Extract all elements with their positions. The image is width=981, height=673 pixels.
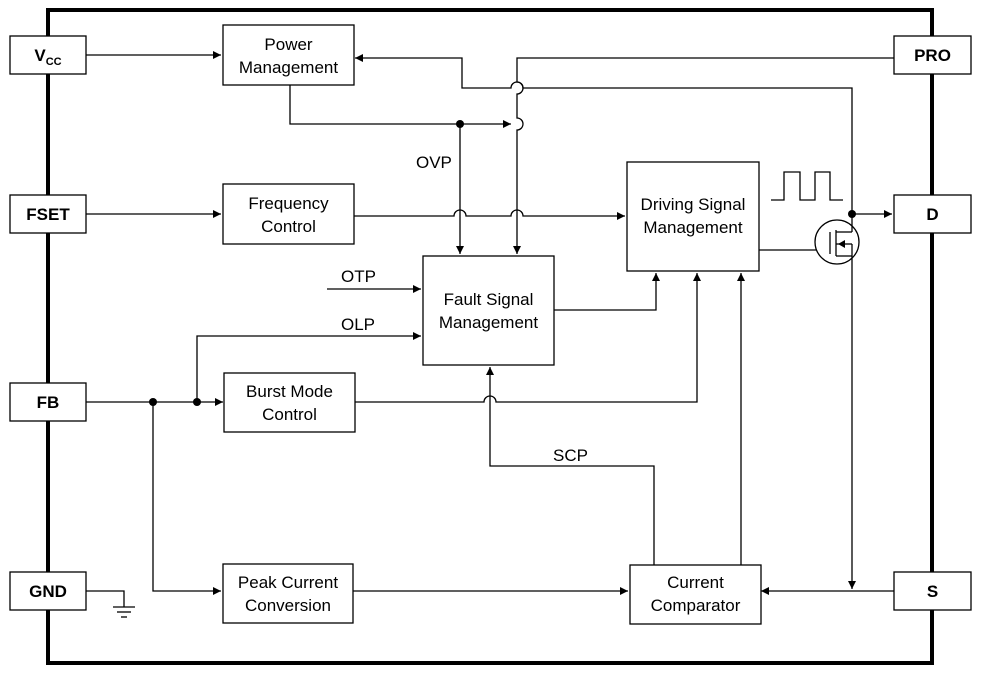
pin-pro: PRO: [893, 35, 972, 75]
block-label: Control: [261, 217, 316, 236]
ground-icon: [113, 606, 135, 618]
wire-fault-driving: [554, 273, 660, 311]
wire-frequency-driving: [354, 209, 625, 220]
pin-vcc: VCC: [9, 35, 87, 75]
block-current-comparator: Current Comparator: [629, 564, 762, 625]
block-fault-signal-management: Fault Signal Management: [422, 255, 555, 366]
pin-label: FSET: [26, 205, 70, 224]
block-label: Management: [439, 313, 539, 332]
pin-label: FB: [37, 393, 60, 412]
junction-dot: [149, 398, 157, 406]
pin-label: VCC: [34, 46, 61, 68]
label-olp: OLP: [341, 315, 375, 334]
pin-fset: FSET: [9, 194, 87, 234]
block-label: Current: [667, 573, 724, 592]
block-label: Management: [643, 218, 743, 237]
block-driving-signal-management: Driving Signal Management: [626, 161, 760, 272]
wire-d-power: [355, 54, 853, 214]
block-label: Frequency: [248, 194, 329, 213]
pin-fb: FB: [9, 382, 87, 422]
pin-label: S: [927, 582, 938, 601]
block-label: Comparator: [651, 596, 741, 615]
chip-outline: [46, 8, 934, 665]
block-label: Control: [262, 405, 317, 424]
wire-burst-driving: [355, 273, 701, 403]
pin-gnd: GND: [9, 571, 87, 611]
block-label: Fault Signal: [444, 290, 534, 309]
pin-label: D: [926, 205, 938, 224]
wire-olp: [196, 332, 421, 402]
label-ovp: OVP: [416, 153, 452, 172]
wire-power-driving: [289, 85, 511, 128]
block-label: Burst Mode: [246, 382, 333, 401]
block-power-management: Power Management: [222, 24, 355, 86]
junction-dot: [456, 120, 464, 128]
pin-label: GND: [29, 582, 67, 601]
block-label: Peak Current: [238, 573, 338, 592]
wire-fb-peak: [152, 402, 221, 595]
block-label: Conversion: [245, 596, 331, 615]
block-label: Management: [239, 58, 339, 77]
wires: [86, 51, 894, 607]
block-frequency-control: Frequency Control: [222, 183, 355, 245]
wire-gnd: [86, 590, 125, 607]
pin-s: S: [893, 571, 972, 611]
block-burst-mode-control: Burst Mode Control: [223, 372, 356, 433]
block-peak-current-conversion: Peak Current Conversion: [222, 563, 354, 624]
wire-scp: [486, 367, 655, 565]
block-label: Driving Signal: [641, 195, 746, 214]
pulse-waveform-icon: [771, 171, 843, 201]
junction-dot: [193, 398, 201, 406]
junctions: [149, 120, 856, 406]
label-otp: OTP: [341, 267, 376, 286]
pin-label: PRO: [914, 46, 951, 65]
block-label: Power: [264, 35, 313, 54]
pin-d: D: [893, 194, 972, 234]
junction-dot: [848, 210, 856, 218]
label-scp: SCP: [553, 446, 588, 465]
mosfet-icon: [814, 219, 860, 265]
